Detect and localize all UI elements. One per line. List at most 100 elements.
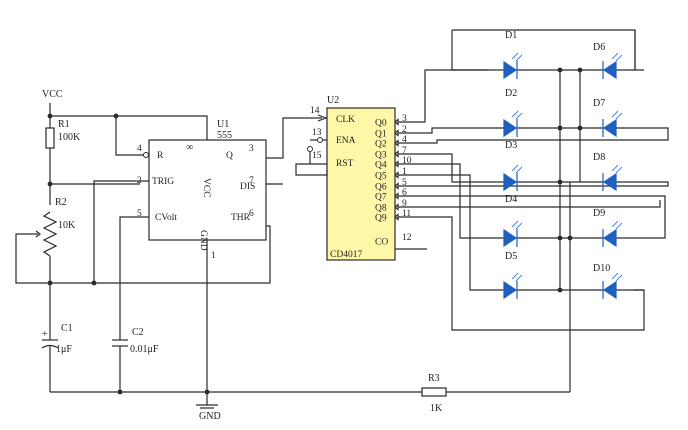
led-right-2 <box>602 110 623 138</box>
led-label-d8: D8 <box>593 152 605 163</box>
light-ray-icon <box>511 220 519 228</box>
pin-trig: TRIG <box>152 177 174 187</box>
pin-vcc: VCC <box>201 178 211 198</box>
clock-arrow-icon <box>317 114 328 122</box>
pin-cvolt: CVolt <box>155 213 177 223</box>
q8-wire <box>398 200 661 208</box>
led-left-5 <box>503 272 523 300</box>
input-num-ena: 13 <box>312 128 322 138</box>
led-label-d4: D4 <box>505 194 517 205</box>
r3-name: R3 <box>428 373 440 384</box>
led-body <box>602 280 617 300</box>
light-ray-icon <box>511 110 519 118</box>
light-ray-icon <box>615 166 623 174</box>
u1-type: 555 <box>217 130 232 141</box>
led-matrix <box>452 30 644 300</box>
reset-loop-wire <box>295 163 328 176</box>
led-body <box>602 228 617 248</box>
junction <box>577 125 583 131</box>
led-left-4 <box>503 220 523 248</box>
rst-bubble-icon <box>307 146 313 152</box>
light-ray-icon <box>615 222 623 230</box>
input-num-clk: 14 <box>310 106 320 116</box>
light-ray-icon <box>515 54 523 62</box>
light-ray-icon <box>611 110 619 118</box>
pin-dis: DIS <box>240 182 255 192</box>
q0-wire <box>398 69 488 123</box>
output-q2: Q2 <box>375 140 387 150</box>
wiper-arrow-icon <box>35 230 41 238</box>
led-left-2 <box>503 110 523 138</box>
c2-value: 0.01μF <box>130 344 159 355</box>
input-clk: CLK <box>336 115 355 125</box>
thr-wire <box>50 225 271 284</box>
q5-wire <box>398 174 488 291</box>
led-body <box>503 118 518 138</box>
output-q7: Q7 <box>375 193 387 203</box>
u1-name: U1 <box>217 119 229 130</box>
input-rst: RST <box>336 159 354 169</box>
light-ray-icon <box>611 52 619 60</box>
input-num-rst: 15 <box>312 151 322 161</box>
u2-type: CD4017 <box>330 250 362 260</box>
output-num-q0: 3 <box>402 114 407 124</box>
pin-num-5: 5 <box>137 209 142 219</box>
output-q1: Q1 <box>375 130 387 140</box>
output-q6: Q6 <box>375 183 387 193</box>
vcc-label: VCC <box>42 89 63 100</box>
led-label-d10: D10 <box>593 263 610 274</box>
u2-name: U2 <box>327 95 339 106</box>
pin-num-7: 7 <box>249 176 254 186</box>
led-label-d2: D2 <box>505 88 517 99</box>
output-q0: Q0 <box>375 119 387 129</box>
led-label-d9: D9 <box>593 208 605 219</box>
junction <box>577 67 583 73</box>
q4-wire <box>398 163 488 239</box>
light-ray-icon <box>511 272 519 280</box>
c1-name: C1 <box>61 323 73 334</box>
pin-num-6: 6 <box>249 209 254 219</box>
output-q9: Q9 <box>375 214 387 224</box>
reset-bubble-icon <box>143 152 149 158</box>
light-ray-icon <box>515 166 523 174</box>
light-ray-icon <box>611 164 619 172</box>
ena-bubble-icon <box>317 137 323 143</box>
output-num-q9: 11 <box>402 209 411 219</box>
pot-wiper-wire <box>15 233 50 284</box>
light-ray-icon <box>615 112 623 120</box>
pin-num-2: 2 <box>137 176 142 186</box>
led-right-3 <box>602 164 623 192</box>
light-ray-icon <box>515 222 523 230</box>
output-num-q5: 1 <box>402 167 407 177</box>
led-body <box>602 60 617 80</box>
output-num-q7: 6 <box>402 188 407 198</box>
junction <box>117 389 123 395</box>
output-num-q1: 2 <box>402 125 407 135</box>
gnd-label: GND <box>199 411 221 422</box>
top-loop-wire <box>452 29 636 70</box>
output-num-q2: 4 <box>402 135 407 145</box>
output-q8: Q8 <box>375 204 387 214</box>
clock-wire <box>266 117 322 159</box>
light-ray-icon <box>615 274 623 282</box>
pin-num-4: 4 <box>137 144 142 154</box>
ic-555 <box>148 139 267 241</box>
led-body <box>602 118 617 138</box>
input-ena: ENA <box>336 136 356 146</box>
light-ray-icon <box>511 164 519 172</box>
r1-value: 100K <box>58 132 81 143</box>
infinity-symbol: ∞ <box>186 142 193 153</box>
resistor-r3 <box>421 387 447 397</box>
output-q5: Q5 <box>375 172 387 182</box>
led-label-d1: D1 <box>505 30 517 41</box>
potentiometer-r2 <box>42 211 58 257</box>
led-body <box>602 172 617 192</box>
c2-name: C2 <box>132 327 144 338</box>
pin-num-3: 3 <box>249 144 254 154</box>
vcc-rail <box>50 115 208 140</box>
trig-wire <box>93 180 149 283</box>
led-right-5 <box>602 272 623 300</box>
cvolt-wire <box>119 216 149 340</box>
